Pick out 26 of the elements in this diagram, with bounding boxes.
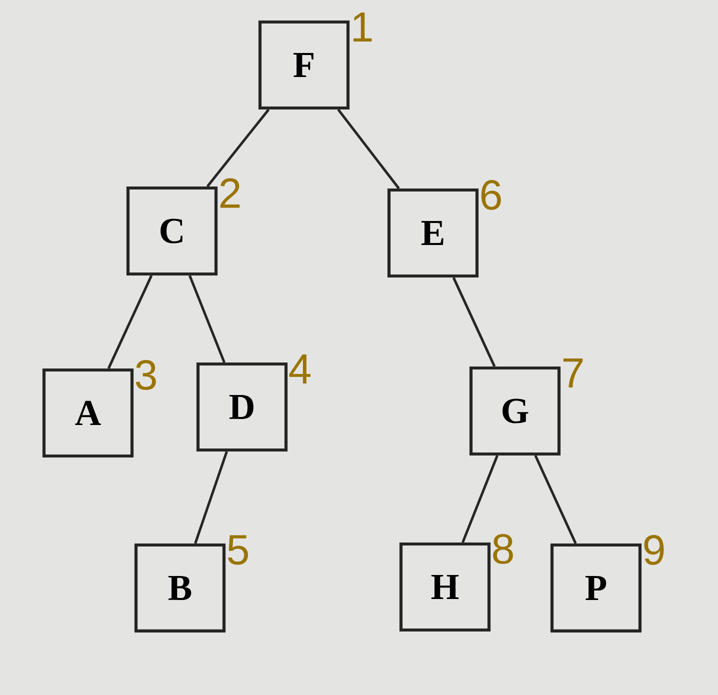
tree-edge (194, 451, 228, 544)
tree-edge (534, 455, 577, 544)
node-number: 7 (563, 358, 583, 388)
tree-edge (188, 275, 226, 363)
node-number: 8 (493, 534, 513, 564)
node-number: 2 (220, 178, 240, 208)
tree-node-box: B (134, 543, 226, 633)
tree-edge (337, 108, 400, 190)
node-number: 9 (644, 535, 664, 565)
node-number: 6 (481, 180, 501, 210)
tree-node-box: P (550, 543, 642, 633)
tree-edge (107, 275, 153, 369)
tree-node-box: H (399, 542, 491, 632)
tree-edge (452, 277, 496, 367)
node-number: 3 (136, 360, 156, 390)
tree-node-box: D (196, 362, 288, 452)
node-number: 5 (228, 535, 248, 565)
tree-edge (462, 455, 498, 543)
tree-node-box: E (387, 188, 479, 278)
tree-node-box: F (258, 20, 350, 110)
node-number: 1 (354, 12, 372, 42)
tree-edge (206, 108, 270, 188)
tree-node-box: G (469, 366, 561, 456)
tree-node-box: C (126, 186, 218, 276)
node-number: 4 (289, 354, 310, 384)
tree-node-box: A (42, 368, 134, 458)
